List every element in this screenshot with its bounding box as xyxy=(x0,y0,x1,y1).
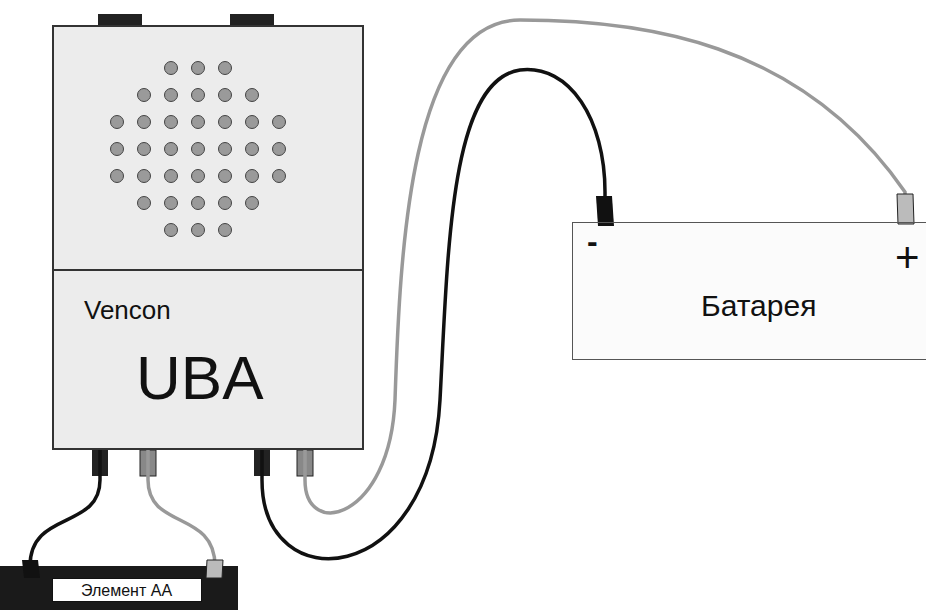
aa-cell-label: Элемент AA xyxy=(52,578,202,602)
test-wire xyxy=(305,20,905,513)
crocodile-clip xyxy=(897,194,914,224)
battery-box: - + Батарея xyxy=(572,222,926,360)
battery-label: Батарея xyxy=(701,291,816,321)
crocodile-clip xyxy=(22,560,40,578)
housing-fill xyxy=(52,25,364,450)
terminal-plus: + xyxy=(895,237,920,279)
uba-housing: VenconUBA xyxy=(52,25,364,450)
speaker-grille xyxy=(111,62,286,237)
panel-divider xyxy=(52,269,364,271)
test-wire xyxy=(262,70,605,559)
brand-name: Vencon xyxy=(84,297,171,323)
crocodile-clip xyxy=(206,560,223,578)
cell-label: Элемент AA xyxy=(81,583,172,599)
test-wire xyxy=(30,450,100,566)
battery-fill xyxy=(572,222,926,360)
test-wire xyxy=(148,450,215,566)
terminal-minus: - xyxy=(587,225,598,257)
device-name: UBA xyxy=(136,347,263,409)
